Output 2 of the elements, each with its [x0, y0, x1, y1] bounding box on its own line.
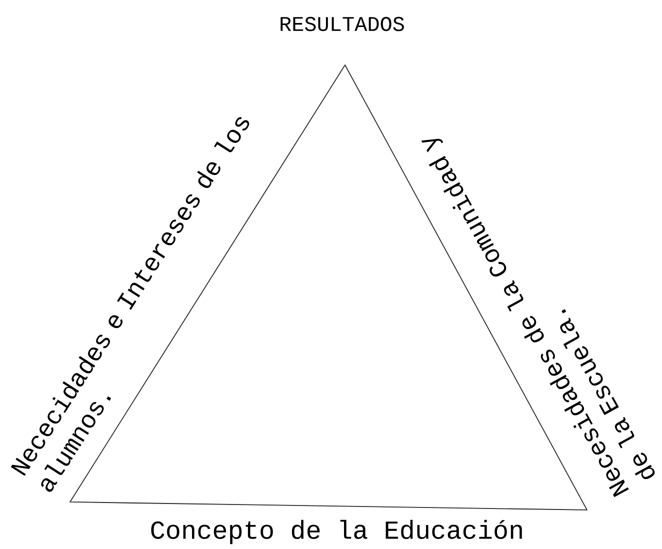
heading: RESULTADOS: [280, 16, 404, 32]
base-label: Concepto de la Educación: [151, 520, 522, 544]
